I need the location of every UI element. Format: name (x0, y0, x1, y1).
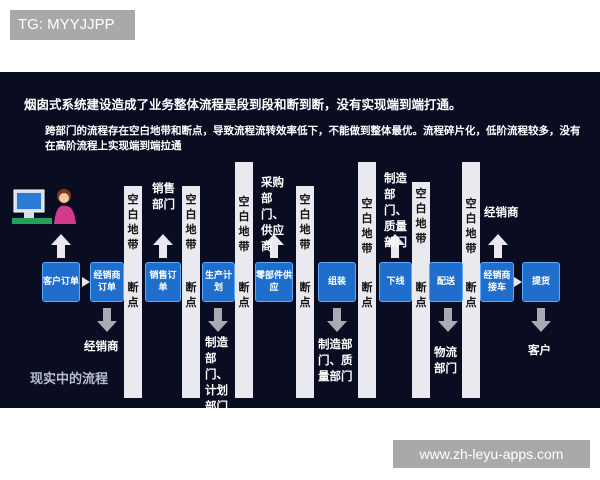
break-label: 断点 (238, 281, 250, 309)
gap-bar-7 (462, 162, 480, 398)
process-box[interactable]: 经销商接车 (480, 262, 514, 302)
dept-label-up: 采购部门、供应商 (261, 175, 284, 253)
break-label: 断点 (415, 281, 427, 309)
process-box[interactable]: 零部件供应 (255, 262, 293, 302)
gap-label: 空白地带 (185, 193, 197, 251)
break-label: 断点 (185, 281, 197, 309)
gap-bar-1 (124, 186, 142, 398)
dept-label-down: 经销商 (84, 339, 119, 353)
up-arrow-icon (153, 234, 173, 258)
source-tag: TG: MYYJJPP (10, 10, 135, 40)
gap-label: 空白地带 (299, 193, 311, 251)
gap-bar-2 (182, 186, 200, 398)
up-arrow-icon (51, 234, 71, 258)
process-box[interactable]: 配送 (429, 262, 463, 302)
gap-label: 空白地带 (361, 197, 373, 255)
break-label: 断点 (361, 281, 373, 309)
gap-bar-5 (358, 162, 376, 398)
dept-label-down: 制造部门、计划部门 (205, 335, 228, 408)
watermark-url: www.zh-leyu-apps.com (393, 440, 590, 468)
footer-caption: 现实中的流程 (30, 372, 109, 387)
process-box[interactable]: 组装 (318, 262, 356, 302)
dept-label-up: 制造部门、质量部门 (384, 171, 407, 249)
flow-arrow (82, 277, 90, 287)
process-slide: 烟囱式系统建设造成了业务整体流程是段到段和断到断，没有实现端到端打通。 跨部门的… (0, 72, 600, 408)
up-arrow-icon (385, 234, 405, 258)
down-arrow-icon (438, 308, 458, 332)
dept-label-down: 客户 (528, 343, 551, 357)
process-box[interactable]: 经销商订单 (90, 262, 124, 302)
dept-label-down: 物流部门 (434, 345, 457, 375)
dept-label-up: 销售部门 (152, 181, 175, 211)
break-label: 断点 (127, 281, 139, 309)
gap-label: 空白地带 (238, 195, 250, 253)
gap-bar-3 (235, 162, 253, 398)
slide-title: 烟囱式系统建设造成了业务整体流程是段到段和断到断，没有实现端到端打通。 (24, 97, 462, 112)
process-box[interactable]: 生产计划 (202, 262, 235, 302)
gap-label: 空白地带 (465, 197, 477, 255)
down-arrow-icon (208, 308, 228, 332)
process-box[interactable]: 客户订单 (42, 262, 80, 302)
gap-label: 空白地带 (127, 193, 139, 251)
down-arrow-icon (531, 308, 551, 332)
down-arrow-icon (327, 308, 347, 332)
slide-subtitle: 跨部门的流程存在空白地带和断点，导致流程流转效率低下，不能做到整体最优。流程碎片… (45, 125, 581, 152)
process-box[interactable]: 销售订单 (145, 262, 181, 302)
up-arrow-icon (264, 234, 284, 258)
flow-arrow (514, 277, 522, 287)
gap-bar-4 (296, 186, 314, 398)
break-label: 断点 (299, 281, 311, 309)
process-box[interactable]: 下线 (379, 262, 412, 302)
gap-bar-6 (412, 182, 430, 398)
up-arrow-icon (488, 234, 508, 258)
person-computer-icon (12, 189, 76, 224)
process-box[interactable]: 提货 (522, 262, 560, 302)
dept-label-up: 经销商 (484, 205, 519, 219)
break-label: 断点 (465, 281, 477, 309)
dept-label-down: 制造部门、质量部门 (318, 337, 353, 383)
down-arrow-icon (97, 308, 117, 332)
gap-label: 空白地带 (415, 187, 427, 245)
